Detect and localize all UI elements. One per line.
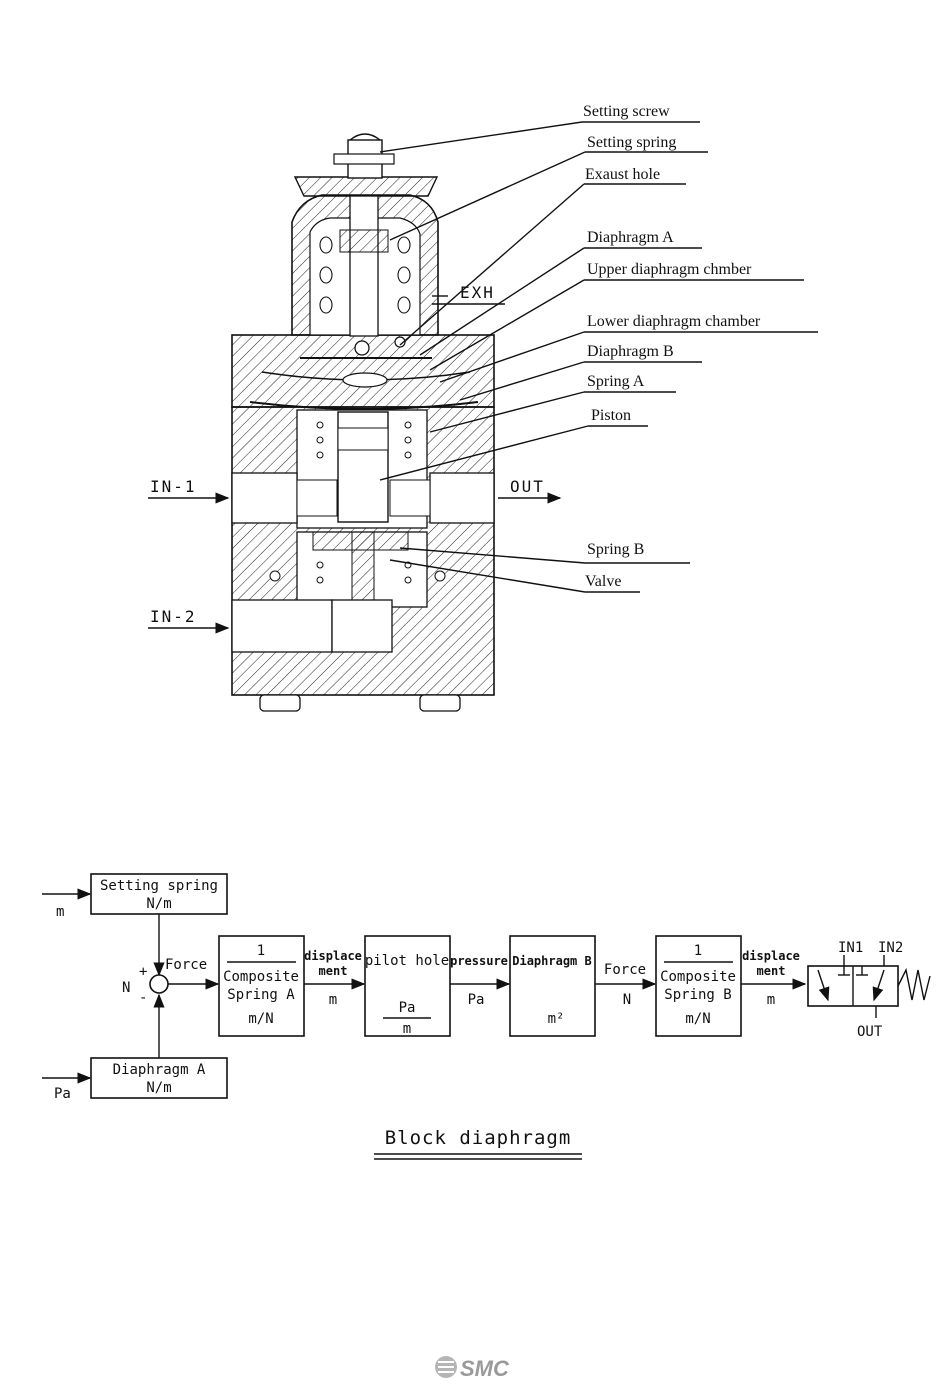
summing-n: N (122, 980, 130, 996)
label-setting-spring: Setting spring (587, 134, 676, 151)
port-out: OUT (510, 477, 545, 496)
label-upper-diaphragm-chamber: Upper diaphragm chmber (587, 261, 752, 278)
label-spring-b: Spring B (587, 541, 644, 558)
smc-logo: SMC (435, 1356, 510, 1381)
callout-labels: Setting screw Setting spring Exaust hole… (583, 103, 761, 590)
summing-junction (149, 974, 169, 994)
input-pa: Pa (54, 1086, 71, 1102)
summing-minus: - (139, 990, 147, 1006)
setting-spring-unit: N/m (146, 896, 171, 912)
composite-b-l2: Spring B (664, 987, 731, 1003)
signal-pressure: pressure (450, 954, 508, 968)
signal-displacement-1-l1: displace (304, 949, 362, 963)
label-lower-diaphragm-chamber: Lower diaphragm chamber (587, 313, 761, 330)
diaphragm-a-unit: N/m (146, 1080, 171, 1096)
diaphragm-b-block (509, 935, 596, 1037)
composite-b-unit: m/N (685, 1011, 710, 1027)
block-diagram: m Setting spring N/m N + - Pa Diaphragm … (42, 873, 931, 1102)
diaphragm-b-unit: m² (548, 1011, 565, 1027)
pilot-hole-title: pilot hole (365, 953, 449, 969)
composite-b-l1: Composite (660, 969, 736, 985)
composite-a-l2: Spring A (227, 987, 295, 1003)
label-diaphragm-b: Diaphragm B (587, 343, 674, 360)
input-m: m (56, 904, 64, 920)
composite-spring-a-block (218, 935, 305, 1037)
signal-force-2: Force (604, 962, 646, 978)
label-spring-a: Spring A (587, 373, 645, 390)
signal-displacement-2-unit: m (767, 992, 775, 1008)
callout-leaders (379, 121, 818, 593)
signal-displacement-1-l2: ment (319, 964, 348, 978)
label-diaphragm-a: Diaphragm A (587, 229, 674, 246)
signal-displacement-1-unit: m (329, 992, 337, 1008)
signal-pressure-unit: Pa (468, 992, 485, 1008)
composite-spring-b-block (655, 935, 742, 1037)
composite-b-num: 1 (694, 943, 702, 959)
valve-symbol: IN1 IN2 OUT (807, 940, 931, 1040)
valve-out: OUT (857, 1024, 883, 1040)
composite-a-unit: m/N (248, 1011, 273, 1027)
setting-spring-title: Setting spring (100, 878, 218, 894)
summing-plus: + (139, 964, 147, 980)
signal-displacement-2-l1: displace (742, 949, 800, 963)
composite-a-num: 1 (257, 943, 265, 959)
pilot-hole-num: Pa (399, 1000, 416, 1016)
label-exhaust-hole: Exaust hole (585, 166, 660, 183)
diaphragm-b-title: Diaphragm B (512, 954, 591, 968)
port-in1: IN-1 (150, 477, 197, 496)
diaphragm-a-title: Diaphragm A (113, 1062, 206, 1078)
composite-a-l1: Composite (223, 969, 299, 985)
valve-cross-section (231, 133, 495, 712)
pilot-hole-den: m (403, 1021, 411, 1037)
signal-force-1: Force (165, 957, 207, 973)
smc-logo-text: SMC (460, 1356, 510, 1381)
signal-displacement-2-l2: ment (757, 964, 786, 978)
pilot-hole-block (364, 935, 451, 1037)
block-diagram-caption: Block diaphragm (385, 1127, 572, 1149)
signal-force-2-unit: N (623, 992, 631, 1008)
label-piston: Piston (591, 407, 631, 424)
valve-in2: IN2 (878, 940, 903, 956)
label-setting-screw: Setting screw (583, 103, 670, 120)
port-in2: IN-2 (150, 607, 197, 626)
port-exh: EXH (460, 283, 495, 302)
setting-spring-block (90, 873, 228, 915)
valve-in1: IN1 (838, 940, 863, 956)
port-labels: EXH IN-1 OUT IN-2 (148, 283, 562, 634)
label-valve: Valve (585, 573, 621, 590)
